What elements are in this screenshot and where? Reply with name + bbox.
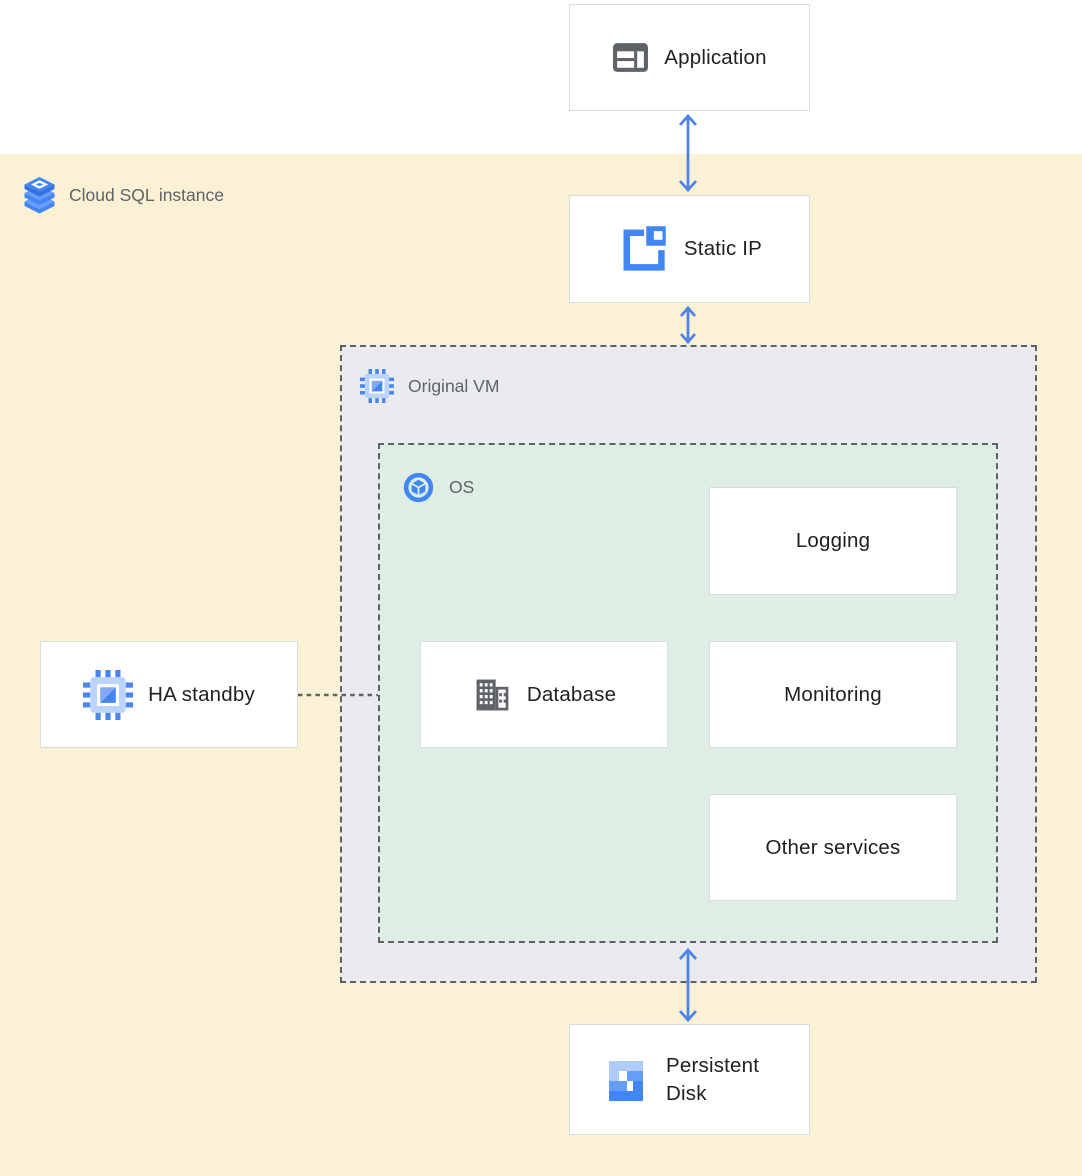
node-static-ip: Static IP (569, 195, 810, 303)
cloud-sql-icon (24, 177, 55, 214)
node-database: Database (420, 641, 668, 748)
arrow-application-static-ip (678, 113, 698, 193)
compute-engine-icon (83, 669, 134, 720)
node-persistent-disk-label: Persistent Disk (666, 1053, 760, 1105)
compute-engine-icon (360, 369, 394, 403)
os-zone-label: OS (402, 471, 474, 504)
node-database-label: Database (526, 682, 617, 706)
node-application: Application (569, 4, 810, 111)
arrow-os-persistent-disk (678, 947, 698, 1023)
dotted-line-ha-standby-original-vm (298, 693, 378, 697)
static-ip-icon (617, 223, 669, 275)
os-zone-label-text: OS (449, 477, 475, 497)
original-vm-zone-label-text: Original VM (408, 375, 500, 396)
cloud-sql-zone-label-text: Cloud SQL instance (69, 185, 224, 205)
node-logging: Logging (709, 487, 957, 595)
cloud-sql-zone-label: Cloud SQL instance (24, 177, 224, 214)
node-static-ip-label: Static IP (683, 237, 763, 260)
node-logging-label: Logging (795, 529, 871, 552)
node-other-services-label: Other services (765, 835, 901, 859)
node-ha-standby: HA standby (40, 641, 298, 748)
node-application-label: Application (664, 45, 767, 69)
application-icon (612, 41, 649, 74)
database-icon (472, 675, 512, 715)
node-monitoring: Monitoring (709, 641, 957, 748)
node-monitoring-label: Monitoring (784, 682, 882, 706)
original-vm-zone-label: Original VM (360, 369, 499, 403)
persistent-disk-icon (601, 1055, 651, 1105)
node-ha-standby-label: HA standby (148, 682, 255, 706)
node-persistent-disk: Persistent Disk (569, 1024, 810, 1135)
arrow-static-ip-original-vm (679, 305, 697, 345)
os-icon (402, 471, 435, 504)
node-other-services: Other services (709, 794, 957, 901)
